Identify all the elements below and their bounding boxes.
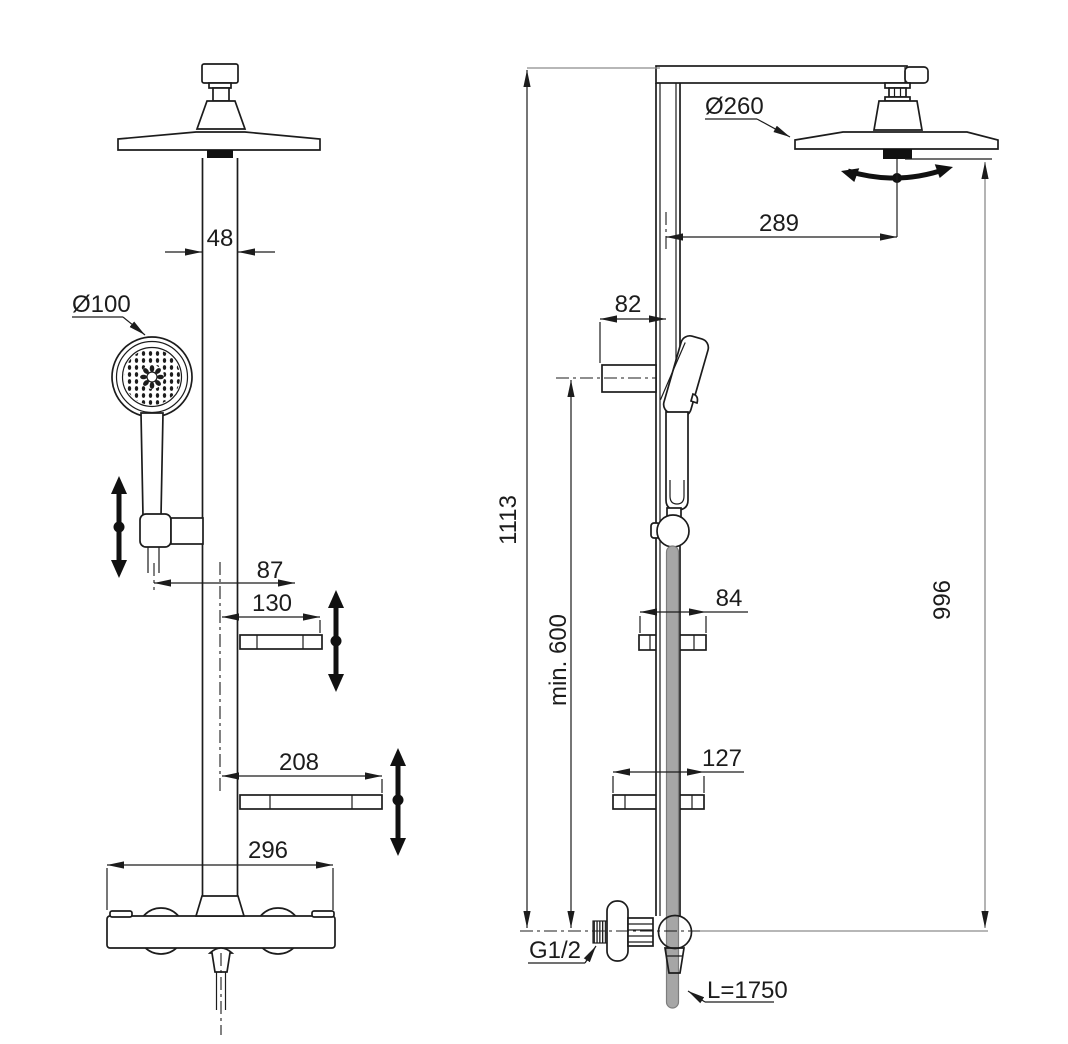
mixer-valve: [106, 895, 336, 1035]
dim-g12-label: G1/2: [529, 937, 581, 964]
side-head-outlet: [883, 149, 912, 159]
front-shelf-2: [239, 794, 383, 810]
dim-min600-label: min. 600: [545, 614, 572, 706]
connection-thread: [592, 920, 609, 944]
dim-84-label: 84: [716, 585, 743, 612]
movement-arrow-holder: [111, 476, 127, 578]
front-head-fitting: [195, 63, 247, 130]
mixer-outlet: [207, 947, 235, 1035]
dim-996-label: 996: [929, 580, 956, 620]
dim-lower-shelf-depth: 127: [612, 745, 744, 793]
hose-cone: [664, 947, 685, 974]
dim-82-label: 82: [615, 291, 642, 318]
side-hand-shower: [650, 334, 710, 548]
dim-d100-label: Ø100: [72, 291, 131, 318]
dim-min-height: min. 600: [545, 380, 575, 928]
dim-1113-label: 1113: [495, 495, 522, 545]
movement-arrow-shelf-2: [390, 748, 406, 856]
front-view: 48 Ø100 87 130 208 296: [72, 63, 406, 1035]
dim-48-label: 48: [207, 225, 234, 252]
connection-ribs: [627, 917, 654, 947]
leader-thread: G1/2: [528, 937, 597, 964]
leader-hand-shower-dia: Ø100: [72, 291, 146, 336]
side-arm: [655, 65, 929, 131]
column-base: [194, 895, 246, 917]
side-holder-block: [556, 364, 657, 393]
arm-nut: [884, 82, 911, 102]
dim-head-reach: 289: [665, 210, 897, 250]
hand-shower-handle: [140, 412, 164, 517]
dim-87-label: 87: [257, 557, 284, 584]
front-shelf-1: [239, 634, 323, 650]
movement-arrow-shelf-1: [328, 590, 344, 692]
dim-holder-depth: 82: [599, 291, 666, 363]
dim-l1750-label: L=1750: [707, 977, 788, 1004]
dim-296-label: 296: [248, 837, 288, 864]
dim-upper-shelf-depth: 84: [639, 585, 748, 633]
dim-upper-shelf-width: 130: [222, 590, 321, 633]
hand-shower-center-nozzles: [140, 365, 164, 389]
hand-shower-holder: [170, 517, 204, 545]
head-cone: [872, 100, 924, 131]
dim-total-height: 1113: [495, 70, 531, 928]
water-connection: [592, 900, 693, 974]
swivel-arrows: [841, 159, 953, 237]
hand-shower-elbow: [139, 513, 172, 548]
mixer-body: [106, 915, 336, 949]
front-column: [201, 158, 239, 896]
dim-mixer-width: 296: [106, 837, 334, 910]
leader-hose-length: L=1750: [687, 977, 788, 1004]
dim-130-label: 130: [252, 590, 292, 617]
dim-127-label: 127: [702, 745, 742, 772]
shower-hose: [665, 545, 680, 1009]
side-rain-head: [794, 131, 999, 159]
side-hand-shower-handle: [665, 411, 689, 511]
side-view: 1113 min. 600 996 Ø260 289 82: [495, 65, 999, 1009]
hand-shower: [111, 336, 204, 590]
dim-289-label: 289: [759, 210, 799, 237]
head-clip: [689, 392, 699, 405]
front-rain-head: [117, 131, 321, 158]
leader-head-dia: Ø260: [705, 93, 791, 138]
front-head-outlet: [207, 150, 233, 158]
dim-hose-offset: 87: [154, 557, 295, 587]
dim-208-label: 208: [279, 749, 319, 776]
dim-d260-label: Ø260: [705, 93, 764, 120]
holder-pivot: [656, 514, 690, 548]
dim-column-width: 48: [165, 225, 275, 256]
dim-head-height: 996: [905, 158, 992, 928]
dim-lower-shelf-width: 208: [222, 749, 383, 793]
